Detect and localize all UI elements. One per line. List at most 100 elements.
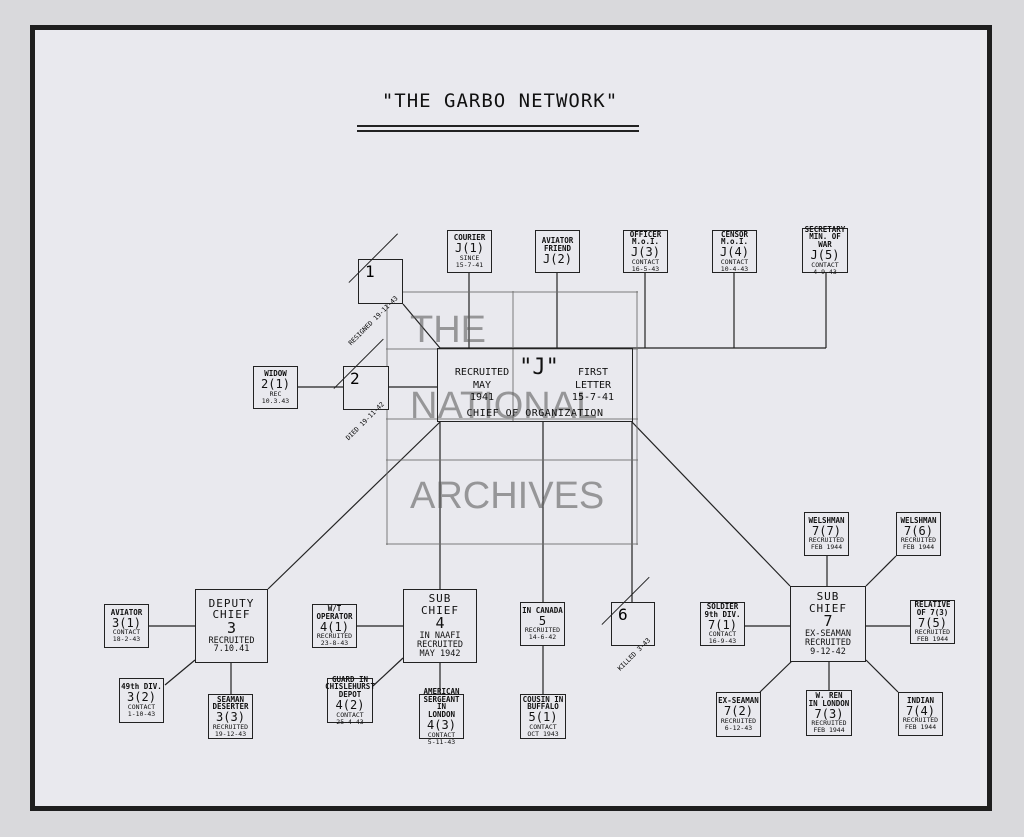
node-code: 4(3) <box>427 718 456 733</box>
node-note: IN NAAFI RECRUITED MAY 1942 <box>416 631 464 659</box>
node-title: IN CANADA <box>522 605 563 615</box>
link <box>759 659 794 693</box>
node-code: 4(2) <box>335 698 365 713</box>
link <box>865 555 897 587</box>
node-note: SINCE 15-7-41 <box>455 253 484 269</box>
link <box>267 421 441 590</box>
node-title: SUB CHIEF <box>420 592 460 617</box>
node-note: CONTACT 25-4-43 <box>336 710 364 726</box>
node-code: 4 <box>435 614 445 633</box>
node-title: COUSIN IN BUFFALO <box>522 694 564 712</box>
link <box>865 659 899 693</box>
node-note: CONTACT 18-2-43 <box>112 628 141 644</box>
node-title: 49th DIV. <box>121 682 162 692</box>
node-title: AMERICAN SERGEANT IN LONDON <box>423 686 460 720</box>
node-title: COURIER <box>453 233 486 243</box>
node-note: CONTACT 1-10-43 <box>127 702 156 718</box>
node-title: INDIAN <box>906 695 935 705</box>
node-code: J(3) <box>631 245 660 260</box>
node-agent-1: 1 RESIGNED 19-11-43 <box>347 233 403 347</box>
agent-number: 2 <box>350 369 360 388</box>
node-note: EX-SEAMAN RECRUITED 9-12-42 <box>804 629 852 657</box>
node-title: WELSHMAN <box>808 515 845 525</box>
node-code: 7(3) <box>814 706 844 721</box>
node-chief-j: RECRUITED MAY 1941 "J" FIRST LETTER 15-7… <box>437 348 633 422</box>
node-title: RELATIVE OF 7(3) <box>914 600 951 617</box>
node-title: AVIATOR FRIEND <box>541 236 574 254</box>
node-code: 3(2) <box>127 690 156 705</box>
diagram-title: "THE GARBO NETWORK" <box>381 90 619 112</box>
node-code: 4(1) <box>320 619 349 634</box>
node-note: CONTACT 4-9-43 <box>811 260 839 276</box>
node-title: SUB CHIEF <box>808 590 848 615</box>
node-title: SECRETARY MIN. OF WAR <box>804 224 846 250</box>
node-note: CONTACT 16-9-43 <box>708 630 737 646</box>
node-note: RECRUITED 23-8-43 <box>316 632 353 648</box>
node-agent-6: 6 KILLED 3-43 <box>601 576 655 672</box>
node-note: RECRUITED FEB 1944 <box>808 536 845 552</box>
node-note: RECRUITED FEB 1944 <box>902 716 939 732</box>
node-code: 2(1) <box>261 377 290 392</box>
node-title: W/T OPERATOR <box>316 604 353 621</box>
node-title: DEPUTY CHIEF <box>208 596 255 622</box>
node-code: 5 <box>538 613 547 628</box>
link <box>164 659 196 686</box>
node-title: CENSOR M.o.I. <box>720 229 749 247</box>
node-note: RECRUITED FEB 1944 <box>811 719 847 735</box>
node-code: 7(1) <box>708 617 737 632</box>
node-code: 3(3) <box>216 710 245 725</box>
node-code: 7(2) <box>724 704 753 719</box>
node-note: RECRUITED FEB 1944 <box>900 536 937 552</box>
link <box>372 657 404 687</box>
node-code: 7 <box>823 612 833 631</box>
node-note: REC 10.3.43 <box>261 389 290 405</box>
node-note: RECRUITED 14-6-42 <box>524 626 561 642</box>
node-code: 7(6) <box>904 523 933 538</box>
node-div49: 49th DIV.3(2)CONTACT 1-10-43 <box>119 678 164 723</box>
diagram-sheet <box>30 25 992 811</box>
node-code: 7(5) <box>918 615 947 630</box>
node-code: J(1) <box>455 241 484 256</box>
node-note: RECRUITED 19-12-43 <box>212 722 249 738</box>
j-first-letter: FIRST LETTER 15-7-41 <box>571 367 615 403</box>
node-code: J(4) <box>720 245 749 260</box>
node-title: AVIATOR <box>110 607 143 617</box>
node-code: 5(1) <box>528 710 558 725</box>
node-note: RECRUITED 7.10.41 <box>208 635 255 655</box>
agent-number: 6 <box>618 605 628 624</box>
link <box>631 421 791 587</box>
node-code: J(2) <box>543 252 572 267</box>
node-code: 3(1) <box>112 615 141 630</box>
node-soldier: SOLDIER 9th DIV.7(1)CONTACT 16-9-43 <box>700 602 745 646</box>
node-code: 7(7) <box>812 523 841 538</box>
j-code: "J" <box>519 355 559 380</box>
node-title: GUARD IN CHISLEHURST DEPOT <box>325 674 375 700</box>
node-relative: RELATIVE OF 7(3)7(5)RECRUITED FEB 1944 <box>910 600 955 644</box>
node-title: W. REN IN LONDON <box>808 691 850 708</box>
j-recruited: RECRUITED MAY 1941 <box>454 367 510 403</box>
node-officer: OFFICER M.o.I.J(3)CONTACT 16-5-43 <box>623 230 668 273</box>
node-title: EX-SEAMAN <box>718 696 759 706</box>
title-underline <box>357 130 639 132</box>
agent-number: 1 <box>365 262 375 281</box>
node-code: J(5) <box>810 248 840 263</box>
node-censor: CENSOR M.o.I.J(4)CONTACT 10-4-43 <box>712 230 757 273</box>
